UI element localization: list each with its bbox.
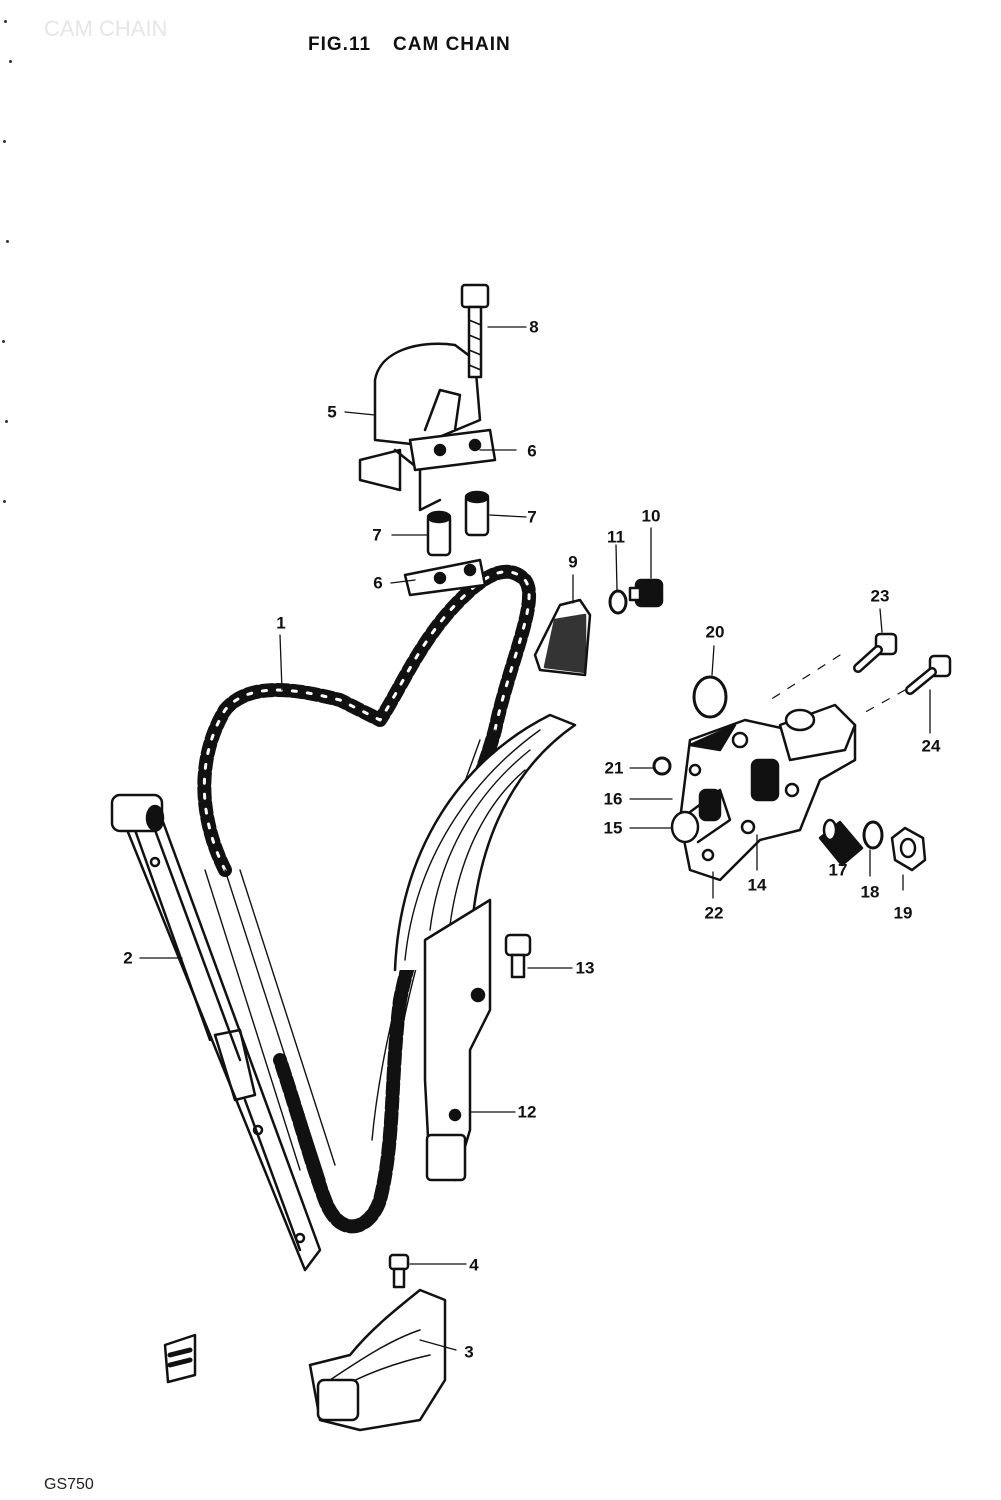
scan-speck xyxy=(6,240,9,243)
callout-19: 19 xyxy=(893,903,913,923)
callout-7-left: 7 xyxy=(372,525,382,545)
plug-bolt xyxy=(628,578,664,608)
callout-8: 8 xyxy=(529,317,539,337)
guide-pivot-bolt xyxy=(504,933,532,979)
cam-chain-guide-right xyxy=(393,713,577,1182)
cam-chain-guide-left xyxy=(110,793,322,1272)
figure-name: CAM CHAIN xyxy=(393,34,511,55)
callout-11: 11 xyxy=(607,527,625,547)
o-ring xyxy=(692,675,728,719)
lower-guide-bolt xyxy=(388,1253,410,1289)
seal-washer xyxy=(862,820,884,850)
guide-rollers xyxy=(426,490,490,557)
callout-3: 3 xyxy=(464,1342,474,1362)
callout-6-upper: 6 xyxy=(527,441,537,461)
callout-7-right: 7 xyxy=(527,507,537,527)
callout-6-lower: 6 xyxy=(373,573,383,593)
callout-18: 18 xyxy=(860,882,880,902)
callout-13: 13 xyxy=(575,958,595,978)
gasket-washer xyxy=(608,589,628,615)
lock-nut xyxy=(890,826,927,872)
callout-24: 24 xyxy=(921,736,941,756)
callout-10: 10 xyxy=(641,506,661,526)
callout-20: 20 xyxy=(705,622,725,642)
callout-1: 1 xyxy=(276,613,286,633)
chain-joint-link xyxy=(163,1333,197,1384)
callout-12: 12 xyxy=(517,1102,537,1122)
upper-chain-guide xyxy=(358,342,482,512)
callout-17: 17 xyxy=(828,860,848,880)
tensioner-spring xyxy=(818,818,864,867)
model-code: GS750 xyxy=(44,1476,94,1493)
callout-14: 14 xyxy=(747,875,767,895)
scan-speck xyxy=(3,500,6,503)
callout-15: 15 xyxy=(603,818,623,838)
callout-21: 21 xyxy=(604,758,624,778)
scan-speck xyxy=(4,20,7,23)
callout-23: 23 xyxy=(870,586,890,606)
ghost-header-text: CAM CHAIN xyxy=(44,16,168,41)
tensioner-body xyxy=(678,703,857,882)
callout-22: 22 xyxy=(704,903,724,923)
figure-number: FIG.11 xyxy=(308,34,372,55)
callout-4: 4 xyxy=(469,1255,479,1275)
scan-speck xyxy=(9,60,12,63)
lower-chain-guide xyxy=(308,1288,447,1432)
lock-washer xyxy=(652,756,672,776)
tensioner-bolt-lower xyxy=(905,654,952,695)
callout-9: 9 xyxy=(568,552,578,572)
tensioner-bolt-upper xyxy=(853,632,898,673)
scan-speck xyxy=(3,140,6,143)
callout-2: 2 xyxy=(123,948,133,968)
chain-guide-plate-upper xyxy=(408,428,497,472)
callout-5: 5 xyxy=(327,402,337,422)
guide-bolt xyxy=(460,283,490,379)
scan-speck xyxy=(5,420,8,423)
figure-title: FIG.11 CAM CHAIN xyxy=(308,34,533,56)
callout-16: 16 xyxy=(603,789,623,809)
scan-speck xyxy=(2,340,5,343)
tensioner-plunger xyxy=(670,788,732,844)
chain-guide-plate-lower xyxy=(403,558,487,597)
leader-lines xyxy=(139,326,931,1351)
